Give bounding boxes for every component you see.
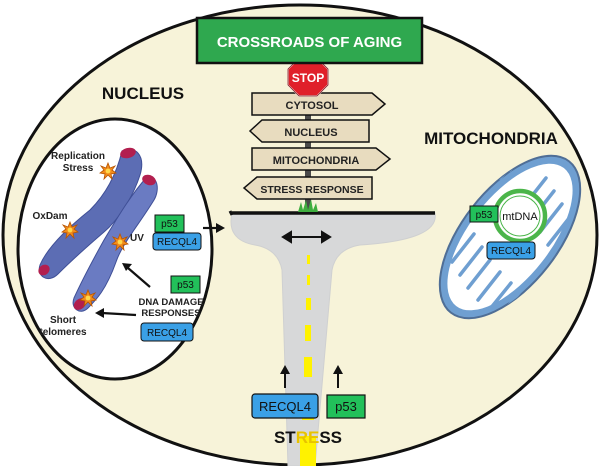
label-oxdam: OxDam [32, 211, 67, 222]
nucleus-heading: NUCLEUS [102, 84, 184, 103]
label-stress: Stress [63, 163, 94, 174]
p53-badge [326, 394, 366, 419]
stop-sign-label: STOP [292, 71, 324, 85]
p53-badge [469, 205, 499, 223]
recql4-badge-label: RECQL4 [157, 237, 197, 248]
p53-badge-label: p53 [161, 219, 178, 230]
label-telomeres: telomeres [39, 327, 87, 338]
sign-label: MITOCHONDRIA [273, 155, 360, 167]
sign-label: CYTOSOL [286, 100, 339, 112]
road [228, 210, 436, 466]
p53-badge-label: p53 [177, 280, 194, 291]
diagram-title: CROSSROADS OF AGING [217, 34, 402, 51]
label-short: Short [50, 315, 77, 326]
sign-nucleus [248, 119, 370, 143]
recql4-badge-label: RECQL4 [259, 399, 311, 414]
sign-mitochondria [251, 147, 392, 171]
p53-badge [170, 275, 201, 294]
label-replication: Replication [51, 151, 105, 162]
title-box: CROSSROADS OF AGING [195, 16, 424, 65]
stop-sign-icon: STOP [287, 57, 329, 97]
mitochondrion: mtDNA p53 RECQL4 [438, 146, 582, 320]
sign-label: STRESS RESPONSE [260, 184, 363, 196]
signpost: CYTOSOL NUCLEUS MITOCHONDRIA STRESS RESP… [242, 92, 392, 212]
p53-badge-label: p53 [476, 210, 493, 221]
arrow-icon [122, 263, 151, 288]
recql4-badge-label: RECQL4 [147, 328, 187, 339]
mitochondria-heading: MITOCHONDRIA [424, 129, 558, 148]
recql4-badge [486, 241, 536, 260]
grass-icon [298, 199, 318, 212]
up-arrow-icon [280, 365, 290, 388]
p53-badge-label: p53 [335, 399, 357, 414]
recql4-badge-label: RECQL4 [491, 246, 531, 257]
label-dna-damage: DNA DAMAGE [138, 297, 203, 308]
nucleus: Replication Stress OxDam UV Short telome… [16, 117, 214, 381]
up-arrow-icon [333, 365, 343, 388]
sign-label: NUCLEUS [284, 127, 337, 139]
label-uv: UV [130, 233, 144, 244]
nucleus-edge-badges: p53 RECQL4 [152, 214, 225, 251]
mtdna-label: mtDNA [502, 211, 538, 223]
label-responses: RESPONSES [141, 308, 200, 319]
arrow-icon [203, 223, 225, 233]
p53-badge [154, 214, 185, 233]
recql4-badge [140, 322, 194, 342]
sign-cytosol [251, 92, 387, 116]
recql4-badge [152, 232, 202, 251]
recql4-badge [251, 393, 319, 419]
arrow-icon [95, 308, 137, 318]
stress-label: STRESS [274, 428, 342, 447]
sign-stress-response [242, 176, 373, 200]
bidirectional-arrow-icon [281, 230, 332, 244]
